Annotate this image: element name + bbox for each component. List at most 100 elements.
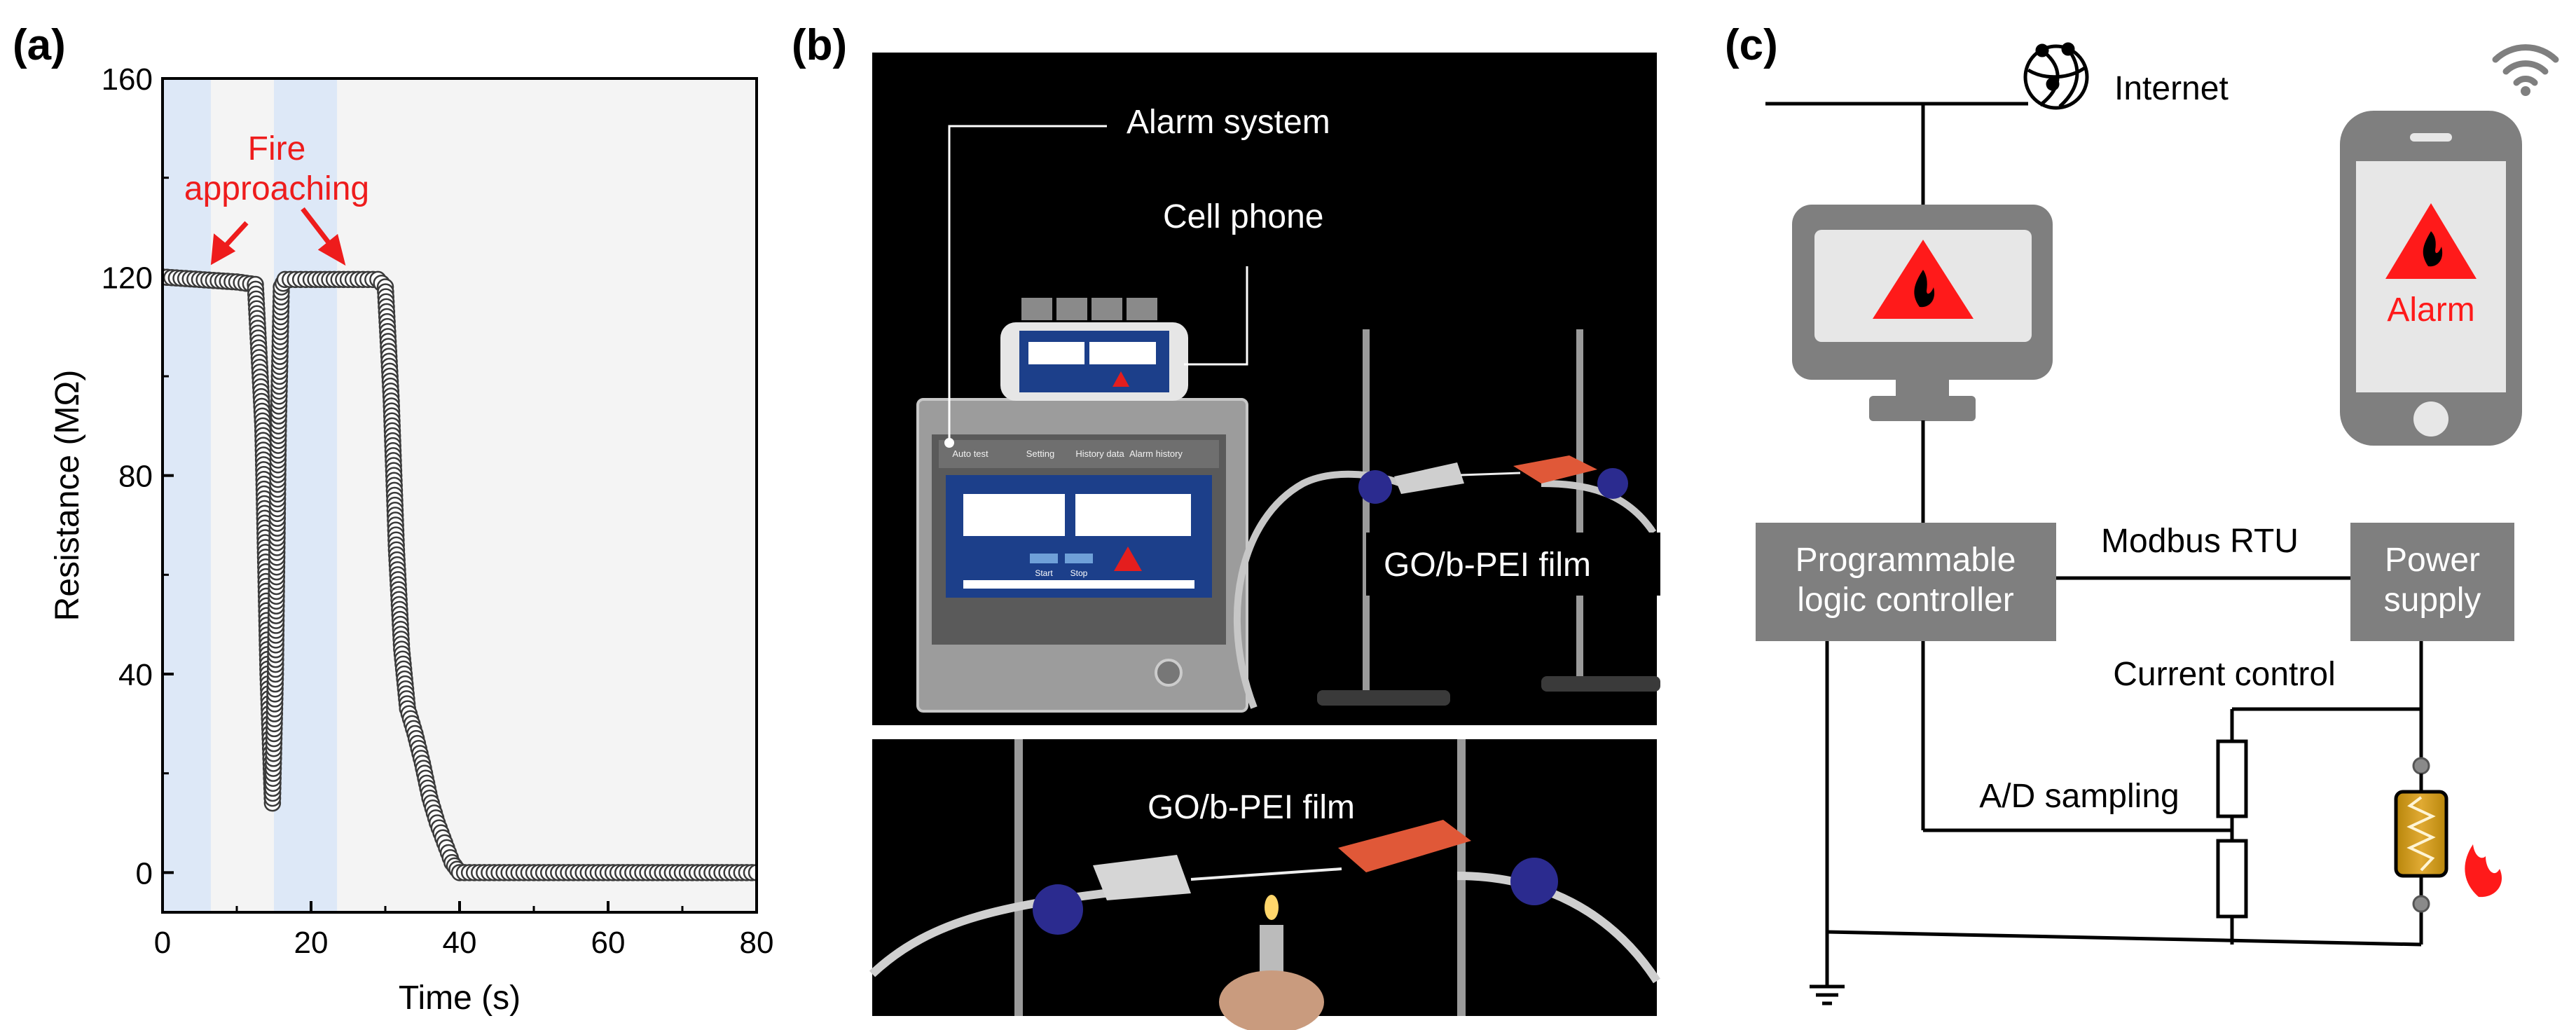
annotation-fire: Fire [248, 130, 306, 167]
film-sample-top [1460, 472, 1521, 476]
film-sample-bottom [1190, 867, 1342, 881]
panel-c: (c) Internet [1725, 21, 2559, 1005]
ad-sampling-label: A/D sampling [1979, 778, 2179, 815]
x-axis-ticks: 0 20 40 60 80 [154, 901, 774, 960]
photo-bottom: GO/b-PEI film [869, 739, 1661, 1030]
resistor-top [2216, 739, 2248, 818]
lighter-body [1260, 925, 1283, 974]
screen-stop-label: Stop [1070, 568, 1088, 578]
arrow-left-head [210, 233, 236, 266]
ground-icon [1810, 984, 1845, 1005]
x-tick-label-1: 20 [294, 926, 329, 960]
y-axis-label: Resistance (MΩ) [49, 370, 86, 622]
clamp-knob-bottom-left [1033, 884, 1083, 935]
phone-alarm-label: Alarm [2387, 291, 2474, 329]
y-tick-label-4: 160 [102, 62, 153, 97]
callout-line-phone [1184, 266, 1248, 366]
alarm-screen-tabbar [939, 440, 1219, 468]
phone-icon [2340, 111, 2522, 446]
alarm-box-button [1155, 659, 1183, 687]
wifi-icon [2492, 44, 2559, 96]
phone-photo-alarm-triangle [1113, 371, 1129, 387]
hand [1219, 970, 1324, 1030]
callout-alarm-system: Alarm system [1127, 104, 1330, 141]
alarm-screen-tabs: Auto test Setting History data Alarm his… [952, 448, 1183, 459]
data-point [748, 864, 757, 881]
tab-auto-test: Auto test [952, 448, 989, 459]
screen-start-label: Start [1035, 568, 1053, 578]
y-tick-label-0: 0 [136, 856, 153, 891]
arrow-right [301, 207, 333, 247]
resistor-bottom [2216, 839, 2248, 919]
panel-b-label: (b) [792, 21, 847, 69]
plot-frame [161, 77, 758, 914]
stand-rod-right [1576, 329, 1583, 687]
panel-b: (b) Auto test Setting History data Alarm… [792, 21, 1661, 1030]
panel-a-label: (a) [13, 21, 66, 69]
y-axis-ticks: 0 40 80 120 160 [102, 62, 174, 891]
x-tick-label-3: 60 [591, 926, 626, 960]
annotation-approaching: approaching [184, 170, 369, 207]
clip-left [1394, 462, 1464, 494]
tab-alarm-history: Alarm history [1129, 448, 1183, 459]
power-label-line1: Power [2385, 542, 2480, 579]
screen-panel-left [963, 494, 1065, 536]
tab-setting: Setting [1026, 448, 1054, 459]
arrow-right-head [317, 233, 346, 266]
wire-bottom-left [869, 886, 1136, 977]
y-tick-label-3: 120 [102, 261, 153, 295]
phone-panel-left [1028, 342, 1084, 364]
stand-base-left [1317, 690, 1450, 706]
photo-top: Auto test Setting History data Alarm his… [872, 53, 1660, 725]
plc-box [1756, 523, 2056, 641]
plc-label-line1: Programmable [1796, 542, 2016, 579]
power-label-line2: supply [2384, 582, 2481, 619]
modbus-label: Modbus RTU [2101, 523, 2299, 560]
screen-alarm-triangle [1114, 547, 1142, 571]
screen-panel-right [1075, 494, 1191, 536]
stand-rod-left [1363, 329, 1370, 701]
y-tick-label-2: 80 [118, 460, 153, 494]
alarm-box-top-buttons [1021, 298, 1157, 320]
screen-start-button [1030, 554, 1058, 563]
resistance-series [163, 268, 757, 881]
globe-icon [2023, 42, 2089, 110]
lighter-flame [1265, 895, 1279, 920]
power-supply-box [2350, 523, 2514, 641]
x-tick-label-4: 80 [740, 926, 774, 960]
stand-base-right [1541, 676, 1660, 692]
plc-label-line2: logic controller [1797, 582, 2013, 619]
x-axis-label: Time (s) [399, 980, 521, 1017]
clamp-knob-left [1358, 470, 1392, 504]
panel-a: (a) 0 20 40 60 80 0 40 80 120 160 Time (s) Resis… [13, 21, 773, 1017]
screen-stop-button [1065, 554, 1093, 563]
flame-icon [2465, 844, 2502, 898]
wire-bottom-right [1456, 872, 1661, 984]
monitor-icon [1792, 205, 2053, 421]
clamp-knob-right [1597, 468, 1628, 499]
film-label-top: GO/b-PEI film [1384, 547, 1591, 584]
y-tick-label-1: 40 [118, 658, 153, 692]
clip-right [1513, 455, 1597, 483]
clip-bottom-left [1093, 855, 1191, 900]
current-control-label: Current control [2113, 656, 2335, 693]
x-tick-label-0: 0 [154, 926, 171, 960]
annotation-arrows [210, 207, 346, 266]
clip-bottom-right [1338, 820, 1471, 872]
callout-cell-phone: Cell phone [1163, 198, 1324, 235]
film-label-top-backdrop [1366, 533, 1660, 596]
panel-c-label: (c) [1725, 21, 1778, 69]
heater-element [2394, 757, 2448, 913]
x-tick-label-2: 40 [443, 926, 477, 960]
fire-band-0 [163, 78, 211, 912]
screen-status-bar [963, 580, 1194, 589]
phone-panel-right [1089, 342, 1156, 364]
stand-rod-bottom-left [1014, 739, 1023, 1016]
tab-history-data: History data [1075, 448, 1124, 459]
wire-left [1234, 470, 1403, 709]
callout-line-alarm [948, 125, 1107, 443]
film-label-bottom: GO/b-PEI film [1148, 789, 1355, 826]
clamp-knob-bottom-right [1510, 858, 1558, 905]
internet-label: Internet [2114, 70, 2229, 107]
